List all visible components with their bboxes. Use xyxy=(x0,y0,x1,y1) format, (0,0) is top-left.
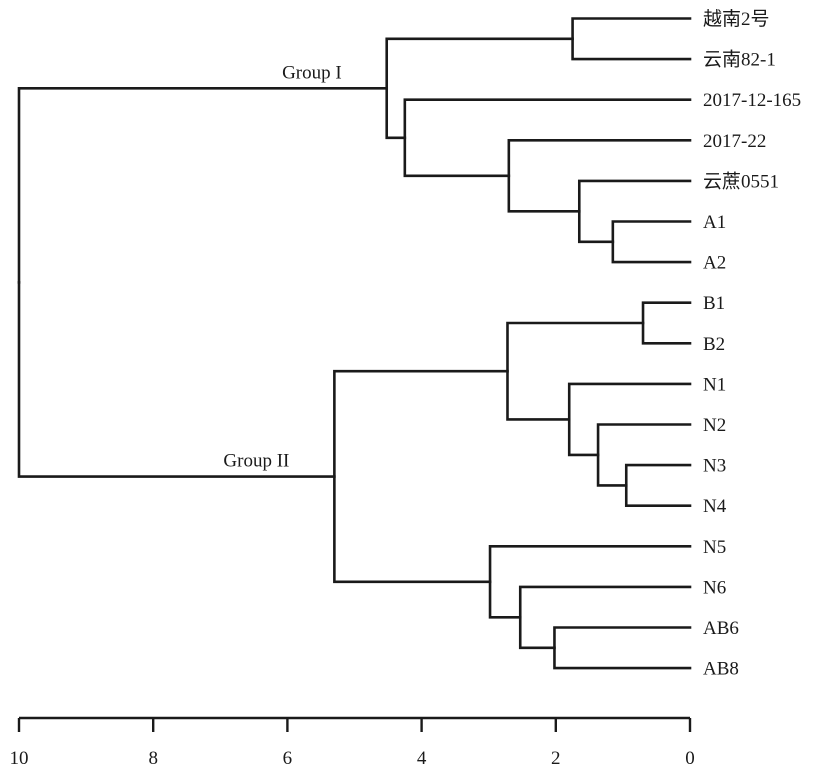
group-labels-layer: Group I Group II xyxy=(223,62,341,471)
leaf-label: A1 xyxy=(703,212,726,233)
leaf-label: N6 xyxy=(703,577,726,598)
leaf-label: 2017-12-165 xyxy=(703,90,801,111)
branch-m15 xyxy=(333,369,509,584)
branch-m13 xyxy=(518,585,692,650)
leaf-label: N1 xyxy=(703,374,726,395)
x-tick-label: 4 xyxy=(417,748,427,769)
group-label-group-i: Group I xyxy=(282,62,342,83)
leaf-label: N5 xyxy=(703,537,726,558)
leaf-label: A2 xyxy=(703,253,726,274)
branch-m7 xyxy=(641,301,692,345)
branch-m6 xyxy=(385,37,574,140)
branch-m11 xyxy=(506,321,645,421)
branch-m10 xyxy=(567,382,692,457)
leaf-label: 2017-22 xyxy=(703,131,766,152)
branch-m1 xyxy=(571,17,692,61)
x-tick-label: 8 xyxy=(148,748,158,769)
x-tick-label: 0 xyxy=(685,748,695,769)
leaf-label: 云蔗0551 xyxy=(703,170,779,192)
x-tick-label: 2 xyxy=(551,748,561,769)
x-tick-label: 10 xyxy=(10,748,29,769)
branches-layer xyxy=(17,17,692,670)
leaf-label: N2 xyxy=(703,415,726,436)
x-tick-label: 6 xyxy=(283,748,293,769)
branch-m3 xyxy=(577,179,692,244)
branch-m4 xyxy=(507,139,692,213)
leaf-label: AB8 xyxy=(703,659,739,680)
branch-m8 xyxy=(624,463,692,507)
x-axis: 10 8 6 4 2 0 xyxy=(10,716,695,769)
branch-m2 xyxy=(611,220,692,264)
leaf-label: B2 xyxy=(703,334,725,355)
leaf-label: 越南2号 xyxy=(703,8,770,30)
leaf-label: B1 xyxy=(703,293,725,314)
branch-m9 xyxy=(596,423,692,487)
leaf-label: AB6 xyxy=(703,618,739,639)
branch-m5 xyxy=(403,98,692,178)
group-label-group-ii: Group II xyxy=(223,451,289,472)
leaf-label: N4 xyxy=(703,496,727,517)
leaf-label: 云南82-1 xyxy=(703,49,776,71)
branch-root xyxy=(17,86,389,478)
branch-m12 xyxy=(553,626,692,670)
leaf-label: N3 xyxy=(703,456,726,477)
